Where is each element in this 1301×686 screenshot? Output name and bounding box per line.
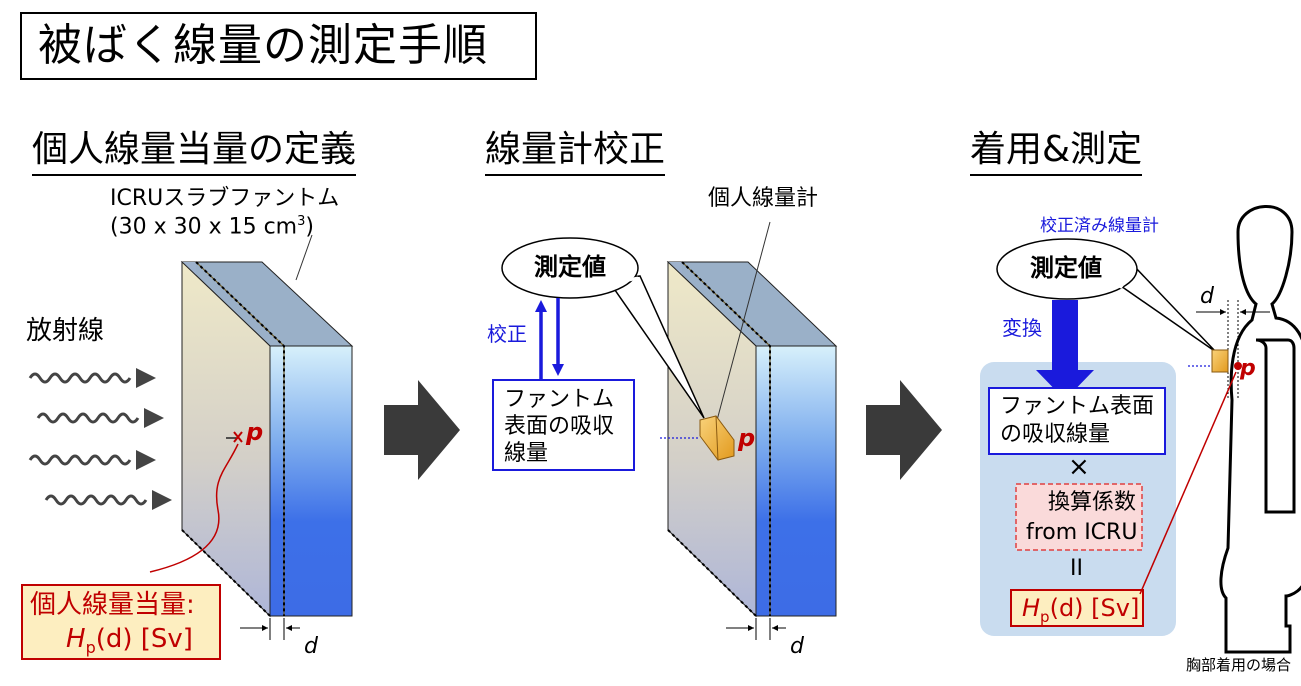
- page-title: 被ばく線量の測定手順: [38, 20, 488, 71]
- result-formula-H: H: [1022, 594, 1041, 622]
- depth-label-calibration: d: [790, 634, 804, 659]
- title-box: 被ばく線量の測定手順: [20, 12, 537, 80]
- phantom-size-label: (30 x 30 x 15 cm3): [110, 214, 314, 241]
- heading-calibration: 線量計校正: [485, 128, 666, 176]
- absorbed-box-m-line-1: ファントム表面: [1000, 394, 1155, 419]
- result-dose-box: [1010, 589, 1144, 627]
- convert-label: 変換: [1002, 316, 1042, 340]
- phantom-size-superscript: 3: [297, 214, 306, 229]
- absorbed-box-line-2: 表面の吸収: [504, 414, 615, 439]
- heading-measurement: 着用&測定: [970, 128, 1143, 176]
- measured-value-label-calibration: 測定値: [534, 253, 606, 281]
- phantom-size-text: (30 x 30 x 15 cm: [110, 214, 298, 240]
- heading-definition: 個人線量当量の定義: [32, 128, 357, 176]
- absorbed-box-m-line-2: の吸収線量: [1000, 422, 1111, 447]
- depth-label-measurement: d: [1200, 284, 1214, 309]
- equals-sign: II: [1070, 556, 1083, 581]
- radiation-label: 放射線: [26, 316, 105, 346]
- dose-equivalent-box: [21, 584, 221, 660]
- absorbed-box-line-3: 線量: [504, 441, 549, 466]
- calibrate-label: 校正: [487, 322, 527, 346]
- dose-box-formula: Hp(d) [Sv]: [66, 624, 193, 657]
- radiation-waves: [28, 372, 148, 506]
- person-figure: [1219, 205, 1301, 654]
- factor-line-1: 換算係数: [1048, 490, 1137, 515]
- point-p-marker: [226, 431, 243, 443]
- dose-formula-sub: p: [85, 638, 96, 658]
- conversion-factor-box: [1015, 483, 1143, 551]
- dose-formula-H: H: [66, 624, 86, 654]
- depth-label-definition: d: [304, 634, 318, 659]
- phantom-definition: [180, 260, 354, 618]
- factor-line-2: from ICRU: [1026, 520, 1138, 545]
- dosimeter-calibration: [699, 415, 735, 461]
- times-sign: ×: [1068, 452, 1090, 482]
- measured-value-bubble-measurement: [996, 238, 1217, 353]
- phantom-label: ICRUスラブファントム: [110, 186, 340, 211]
- dosimeter-chest: [1211, 349, 1229, 373]
- measured-value-label-measurement: 測定値: [1030, 254, 1102, 282]
- point-p-label-calibration: p: [738, 424, 756, 452]
- absorbed-dose-box-measurement: [988, 387, 1166, 455]
- measured-value-bubble-calibration: [501, 237, 705, 419]
- dose-formula-rest: (d) [Sv]: [95, 624, 193, 654]
- absorbed-dose-box-calibration: [492, 379, 635, 471]
- point-p-label-measurement: p: [1240, 356, 1256, 381]
- result-formula-sub: p: [1040, 607, 1050, 626]
- chest-wearing-caption: 胸部着用の場合: [1186, 656, 1292, 674]
- phantom-size-close: ): [305, 214, 314, 240]
- point-p-label-definition: p: [246, 418, 264, 446]
- dose-box-title: 個人線量当量:: [30, 590, 195, 620]
- absorbed-box-line-1: ファントム: [504, 387, 615, 412]
- dosimeter-label: 個人線量計: [708, 186, 819, 211]
- flow-arrow-1: [384, 380, 460, 480]
- calibrated-dosimeter-label: 校正済み線量計: [1040, 216, 1159, 236]
- result-formula: Hp(d) [Sv]: [1022, 594, 1139, 626]
- flow-arrow-2: [866, 380, 942, 480]
- result-formula-rest: (d) [Sv]: [1049, 594, 1140, 622]
